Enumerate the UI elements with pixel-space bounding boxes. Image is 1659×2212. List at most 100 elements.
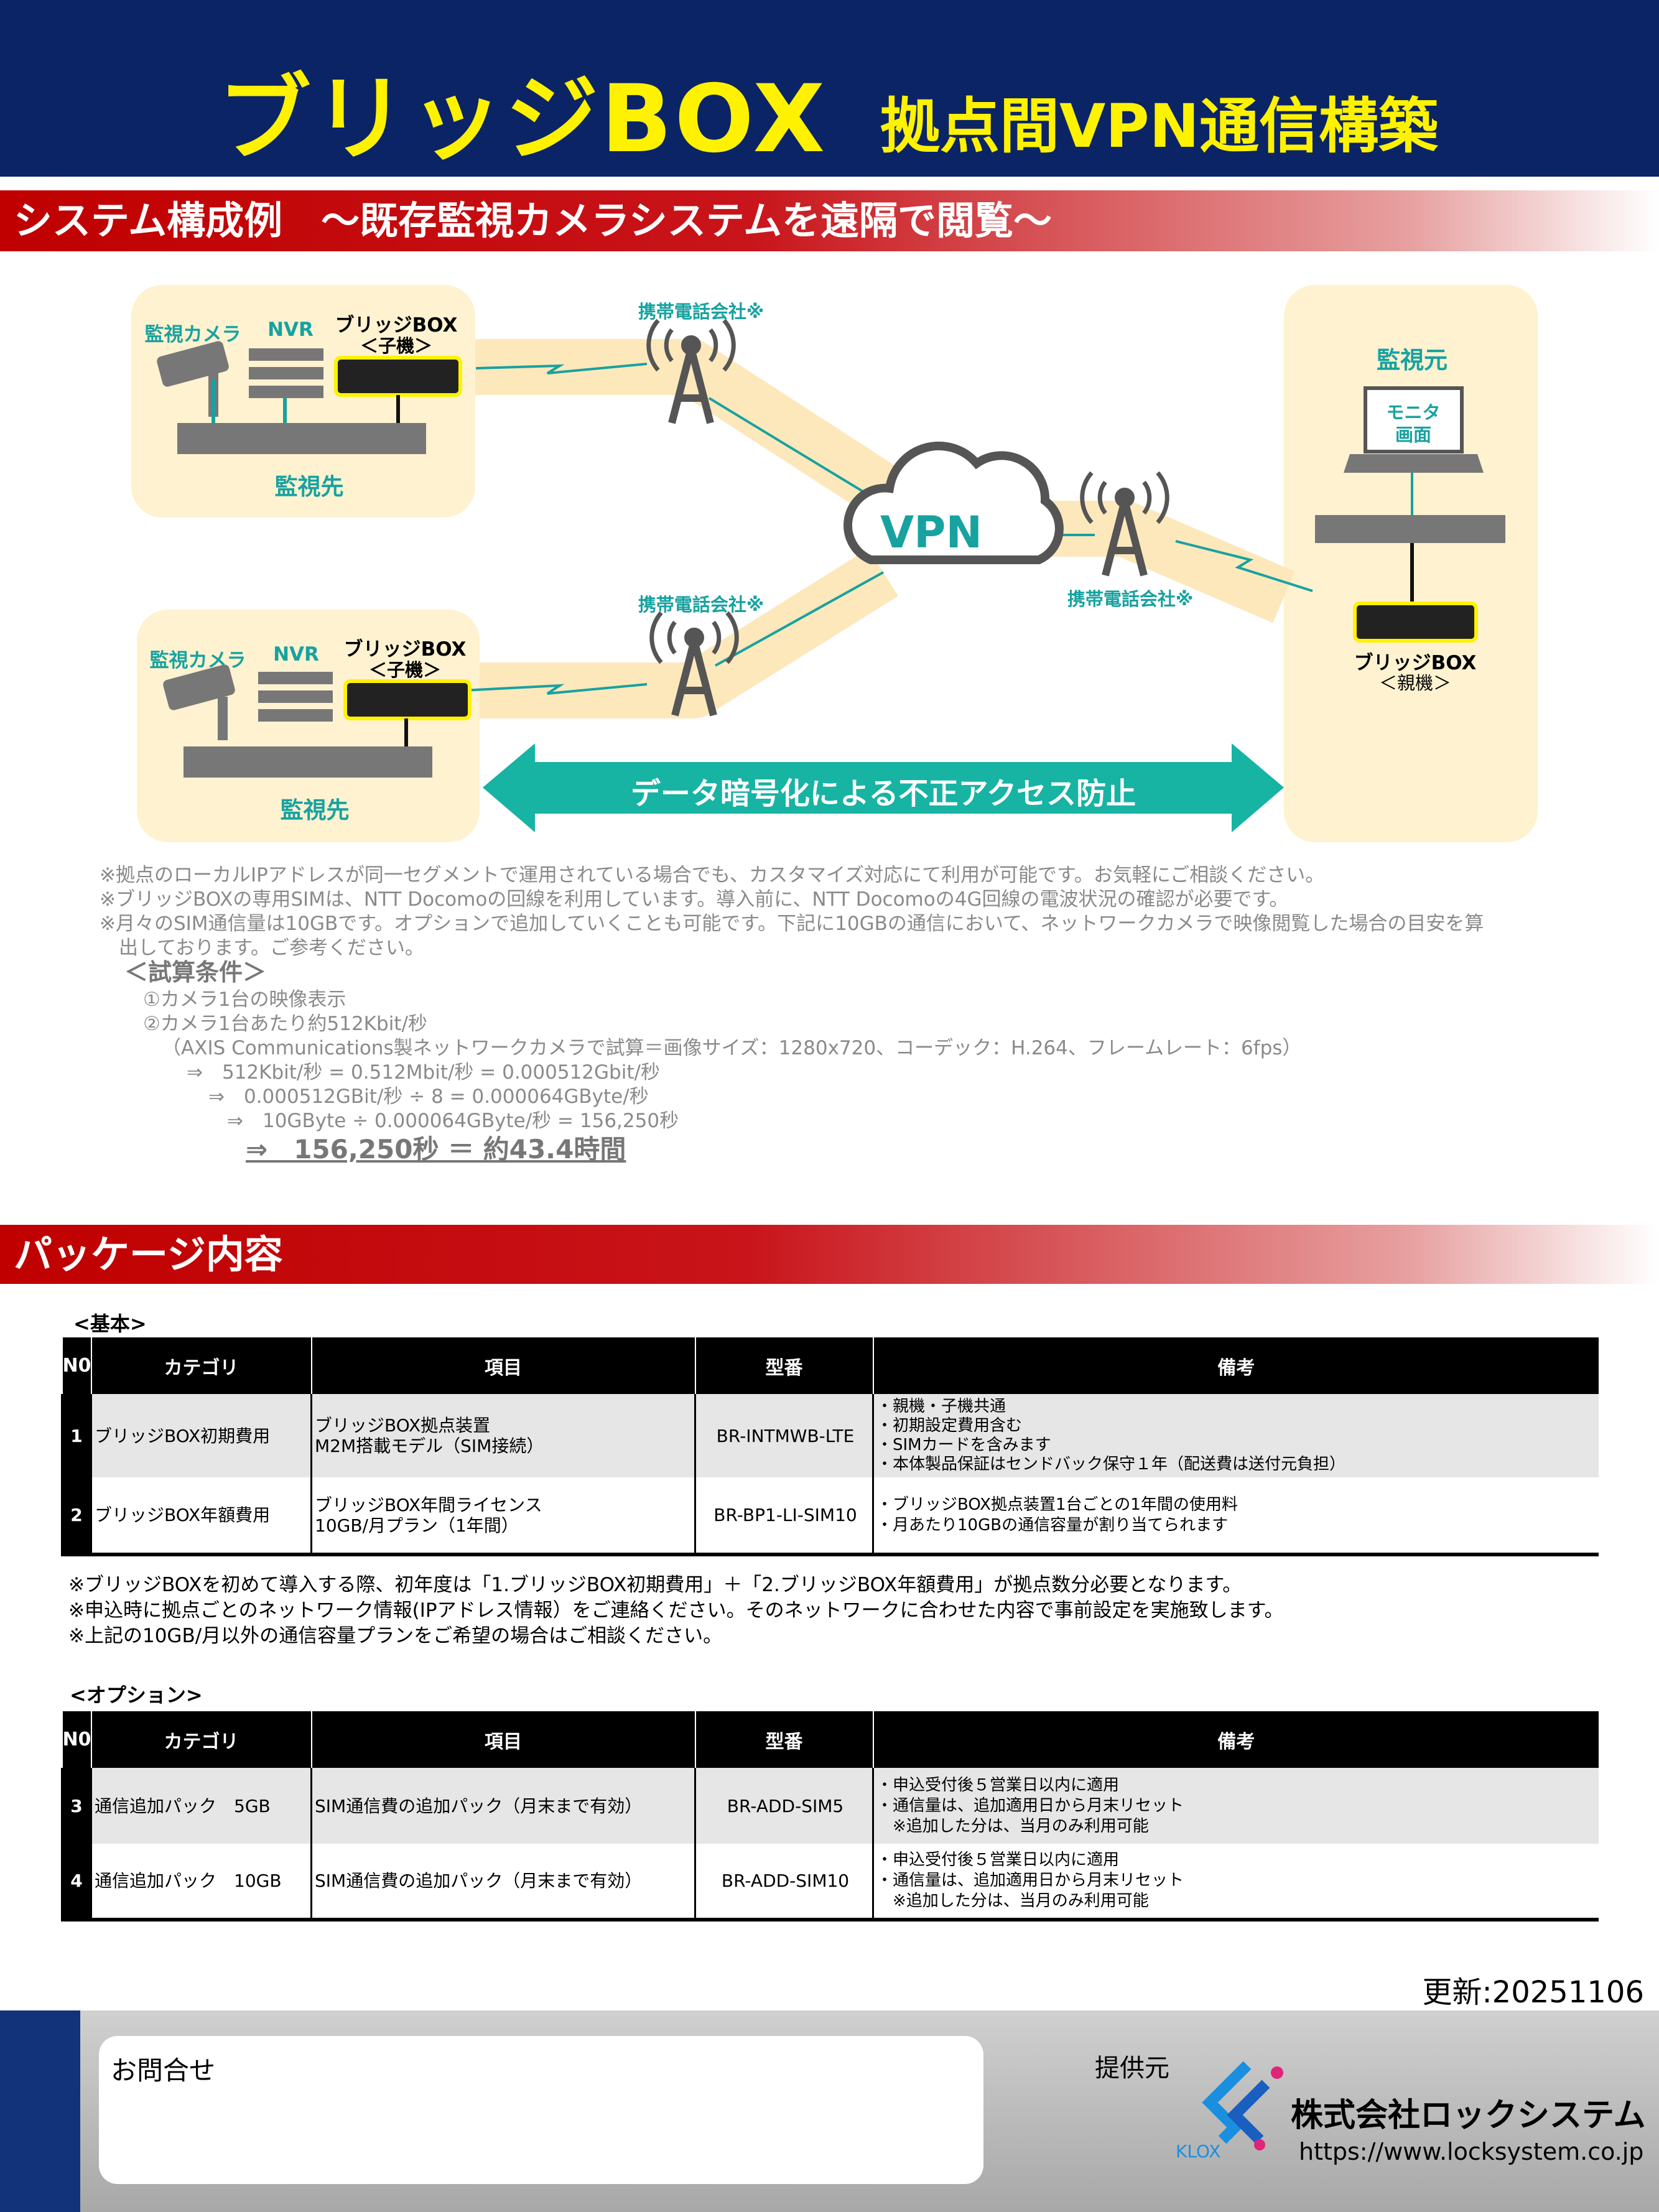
label-nvr-bottom: NVR xyxy=(273,643,319,666)
encryption-arrow-text: データ暗号化による不正アクセス防止 xyxy=(630,776,1136,811)
label-box-top: ブリッジBOX xyxy=(335,314,458,337)
calc-line: ②カメラ1台あたり約512Kbit/秒 xyxy=(143,1013,427,1035)
switch-icon-top xyxy=(177,423,426,454)
label-camera-top: 監視カメラ xyxy=(144,323,241,346)
company-logo-icon xyxy=(1202,2061,1283,2150)
company-name: 株式会社ロックシステム xyxy=(1291,2097,1646,2134)
label-box-parent: ブリッジBOX xyxy=(1354,652,1477,674)
col-header: N0 xyxy=(61,1337,91,1394)
calc-line: ⇒ 0.000512GBit/秒 ÷ 8 = 0.000064GByte/秒 xyxy=(208,1085,649,1108)
item-line: 10GB/月プラン（1年間） xyxy=(315,1515,519,1536)
label-site-top: 監視先 xyxy=(274,473,344,500)
note-line: ※ブリッジBOXの専用SIMは、NTT Docomoの回線を利用しています。導入… xyxy=(100,888,1289,911)
note-item: ※追加した分は、当月のみ利用可能 xyxy=(876,1816,1149,1836)
updated-date: 更新:20251106 xyxy=(1422,1975,1645,2010)
bridge-box-device-bottom xyxy=(343,679,472,720)
note-item: ・申込受付後５営業日以内に適用 xyxy=(876,1775,1120,1795)
label-site-bottom: 監視先 xyxy=(280,797,350,824)
note-line: ※拠点のローカルIPアドレスが同一セグメントで運用されている場合でも、カスタマイ… xyxy=(100,864,1325,886)
antenna-icon-right xyxy=(1080,471,1169,577)
item-line: ブリッジBOX年間ライセンス xyxy=(315,1494,542,1515)
row-no: 3 xyxy=(61,1768,91,1844)
inquiry-box xyxy=(99,2036,983,2184)
note-line: 出しております。ご参考ください。 xyxy=(100,937,425,959)
col-header: 項目 xyxy=(310,1711,695,1768)
row-model: BR-ADD-SIM10 xyxy=(694,1844,873,1920)
row-notes: ・申込受付後５営業日以内に適用・通信量は、追加適用日から月末リセット ※追加した… xyxy=(872,1768,1599,1844)
label-monitor-site: 監視元 xyxy=(1376,346,1448,374)
item-line: ブリッジBOX拠点装置 xyxy=(315,1415,491,1436)
bridge-box-device-parent xyxy=(1353,602,1478,643)
note-item: ・通信量は、追加適用日から月末リセット xyxy=(876,1871,1184,1890)
notes-block: ※拠点のローカルIPアドレスが同一セグメントで運用されている場合でも、カスタマイ… xyxy=(100,863,1484,1169)
row-no: 2 xyxy=(61,1477,91,1554)
col-header: 備考 xyxy=(872,1711,1599,1768)
calc-line: ①カメラ1台の映像表示 xyxy=(143,988,346,1011)
basic-footnotes: ※ブリッジBOXを初めて導入する際、初年度は「1.ブリッジBOX初期費用」＋「2… xyxy=(68,1573,1284,1649)
wireless-link-top xyxy=(475,363,648,374)
table-row: 4 通信追加パック 10GB SIM通信費の追加パック（月末まで有効） BR-A… xyxy=(61,1844,1599,1920)
col-header: N0 xyxy=(61,1711,91,1768)
vpn-cloud-icon xyxy=(843,441,1064,564)
label-box-role-bottom: ＜子機＞ xyxy=(368,659,442,681)
note-item: ・本体製品保証はセンドバック保守１年（配送費は送付元負担） xyxy=(876,1455,1346,1474)
note-item: ・申込受付後５営業日以内に適用 xyxy=(876,1851,1120,1869)
note-item: ・ブリッジBOX拠点装置1台ごとの1年間の使用料 xyxy=(876,1495,1238,1514)
note-item: ・通信量は、追加適用日から月末リセット xyxy=(876,1796,1184,1815)
link-bottom-cloud xyxy=(715,571,884,667)
link-top-cloud xyxy=(708,397,885,505)
switch-icon-right xyxy=(1315,515,1505,543)
wireless-link-right xyxy=(1175,540,1313,592)
footer-accent-bar xyxy=(0,2010,80,2212)
note-item: ・月あたり10GBの通信容量が割り当てられます xyxy=(876,1515,1229,1535)
label-carrier-top: 携帯電話会社※ xyxy=(638,301,764,322)
col-header: 備考 xyxy=(872,1337,1599,1394)
calc-title: ＜試算条件＞ xyxy=(124,959,267,986)
antenna-icon-bottom xyxy=(649,611,739,717)
inquiry-label: お問合せ xyxy=(111,2055,216,2086)
option-label: <オプション> xyxy=(70,1683,203,1707)
row-item: SIM通信費の追加パック（月末まで有効） xyxy=(310,1844,695,1920)
company-url[interactable]: https://www.locksystem.co.jp xyxy=(1299,2138,1644,2165)
laptop-base xyxy=(1344,454,1484,473)
row-model: BR-ADD-SIM5 xyxy=(694,1768,873,1844)
section-heading-system: システム構成例 ～既存監視カメラシステムを遠隔で閲覧～ xyxy=(0,190,1659,251)
row-category: ブリッジBOX年額費用 xyxy=(90,1477,312,1554)
nvr-icon-bottom xyxy=(258,672,333,722)
row-model: BR-BP1-LI-SIM10 xyxy=(694,1477,873,1554)
label-box-role-parent: ＜親機＞ xyxy=(1378,672,1452,694)
basic-label: <基本> xyxy=(73,1312,147,1336)
calc-line: ⇒ 10GByte ÷ 0.000064GByte/秒 = 156,250秒 xyxy=(227,1110,679,1132)
calc-line: ⇒ 512Kbit/秒 = 0.512Mbit/秒 = 0.000512Gbit… xyxy=(187,1061,660,1084)
label-carrier-right: 携帯電話会社※ xyxy=(1067,588,1194,610)
row-no: 4 xyxy=(61,1844,91,1920)
row-item: SIM通信費の追加パック（月末まで有効） xyxy=(310,1768,695,1844)
bridge-box-device-top xyxy=(334,356,462,397)
row-notes: ・親機・子機共通・初期設定費用含む・SIMカードを含みます・本体製品保証はセンド… xyxy=(872,1394,1599,1477)
col-header: 項目 xyxy=(310,1337,695,1394)
item-line: M2M搭載モデル（SIM接続） xyxy=(315,1436,544,1456)
encryption-arrow xyxy=(483,743,1284,832)
label-vpn: VPN xyxy=(880,507,983,558)
header-banner xyxy=(0,0,1659,177)
label-monitor-l1: モニタ xyxy=(1386,402,1441,423)
antenna-icon-top xyxy=(646,318,736,424)
footnote: ※上記の10GB/月以外の通信容量プランをご希望の場合はご相談ください。 xyxy=(68,1625,723,1647)
product-title: ブリッジBOX xyxy=(218,65,828,174)
label-nvr-top: NVR xyxy=(267,318,314,341)
table-row: 3 通信追加パック 5GB SIM通信費の追加パック（月末まで有効） BR-AD… xyxy=(61,1768,1599,1844)
section-heading-package: パッケージ内容 xyxy=(0,1225,1659,1284)
row-notes: ・申込受付後５営業日以内に適用・通信量は、追加適用日から月末リセット ※追加した… xyxy=(872,1844,1599,1920)
note-item: ・初期設定費用含む xyxy=(876,1416,1023,1435)
col-header: 型番 xyxy=(694,1711,873,1768)
switch-icon-bottom xyxy=(184,746,432,778)
col-header: カテゴリ xyxy=(90,1337,312,1394)
provider-label: 提供元 xyxy=(1095,2054,1169,2083)
nvr-icon-top xyxy=(249,348,323,398)
network-diagram xyxy=(131,285,1538,842)
